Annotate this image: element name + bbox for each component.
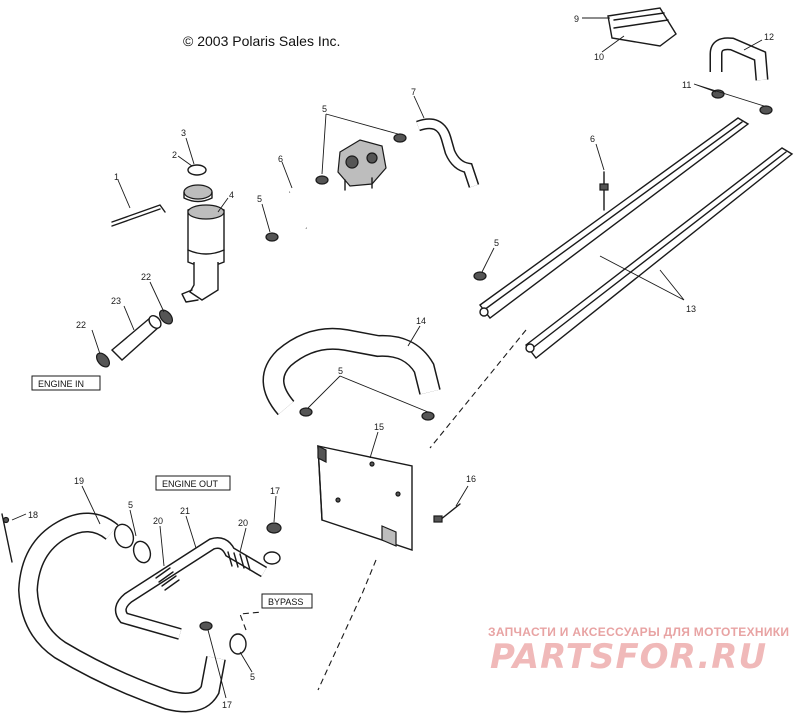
callout-20-right: 20 [238,518,248,528]
callout-1: 1 [114,172,119,182]
callout-6-right: 6 [590,134,595,144]
callout-2: 2 [172,150,177,160]
callout-5-bottom: 5 [128,500,133,510]
callout-4: 4 [229,190,234,200]
engine-out-tag: ENGINE OUT [155,475,231,491]
part-hose-23 [110,315,162,361]
part-clamp-5-c [265,232,279,242]
callout-3: 3 [181,128,186,138]
part-clamp-17-upper [266,522,282,534]
callout-11: 11 [682,80,691,90]
part-hose-7 [416,118,480,188]
callout-5-hose14: 5 [338,366,343,376]
copyright-text: © 2003 Polaris Sales Inc. [183,33,340,49]
svg-text:ENGINE OUT: ENGINE OUT [162,479,219,489]
part-clamp-5-d [473,271,487,281]
callout-numbers: 1 2 3 4 5 6 5 7 9 10 11 12 6 5 13 22 23 … [28,14,774,710]
flow-line-plate-down [317,559,377,691]
part-clamp-22-lower [95,352,111,368]
part-bolt-6 [599,171,609,211]
part-o-ring [187,164,207,176]
part-bypass-hose-21 [114,537,268,640]
watermark-tagline: ЗАПЧАСТИ И АКСЕССУАРЫ ДЛЯ МОТОТЕХНИКИ [488,625,789,639]
callout-22-upper: 22 [141,272,151,282]
bypass-tag: BYPASS [261,593,313,609]
part-clamp-5-e [299,407,313,417]
callout-5-lower: 5 [250,672,255,682]
callout-18: 18 [28,510,38,520]
callout-12: 12 [764,32,774,42]
callout-22-lower: 22 [76,320,86,330]
part-hose-19 [17,512,226,713]
part-ring-5-bottom-b [132,540,152,564]
part-bolt-16 [433,503,461,523]
part-heat-exchanger-rails-13 [479,117,794,359]
part-clamp-5-b [393,133,407,143]
callout-6-left: 6 [278,154,283,164]
callout-17-lower: 17 [222,700,232,710]
watermark-brand: PARTSFOR.RU [490,637,767,677]
callout-17-upper: 17 [270,486,280,496]
part-heat-plate-15 [317,445,413,551]
part-rod-18 [1,513,13,563]
flow-line-bypass [239,611,263,631]
part-clamp-5-a [315,175,329,185]
callout-5-top: 5 [322,104,327,114]
part-clamp-22-upper [158,309,174,325]
part-elbow-hose-12 [709,37,769,81]
callout-10: 10 [594,52,604,62]
callout-23: 23 [111,296,121,306]
callout-15: 15 [374,422,384,432]
part-cover-10 [607,7,677,47]
callout-7: 7 [411,87,416,97]
part-ring-5-bottom-a [113,523,135,549]
part-ring-5-lower [229,633,247,655]
part-thermostat-housing [337,139,387,191]
svg-text:BYPASS: BYPASS [268,597,303,607]
callout-9: 9 [574,14,579,24]
part-hose-14 [262,327,441,416]
callout-19: 19 [74,476,84,486]
callout-13: 13 [686,304,696,314]
part-clamp-11-b [759,105,773,115]
callout-20-left: 20 [153,516,163,526]
part-reservoir-cap [183,184,213,203]
engine-in-tag: ENGINE IN [31,375,101,391]
part-coolant-reservoir [181,204,225,303]
svg-text:ENGINE IN: ENGINE IN [38,379,84,389]
part-cap-bypass [263,551,281,565]
callout-21: 21 [180,506,190,516]
callout-5-rails: 5 [494,238,499,248]
part-spring-20-a [155,567,180,591]
callout-5-left: 5 [257,194,262,204]
flow-line-rails-to-hose [429,329,527,449]
callout-14: 14 [416,316,426,326]
callout-16: 16 [466,474,476,484]
part-spring-20-b [227,551,251,571]
leader-lines [11,17,765,699]
part-hose-6-left [289,187,314,231]
part-clamp-17-lower [199,621,213,631]
part-wrench [111,204,166,227]
part-clamp-5-f [421,411,435,421]
